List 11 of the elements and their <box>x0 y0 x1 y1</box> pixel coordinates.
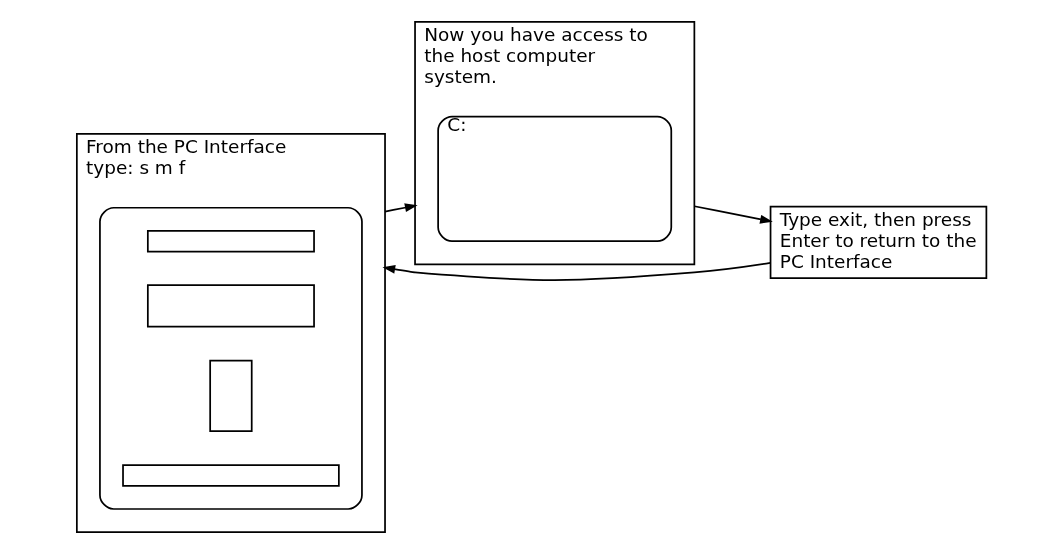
node-box: C: <box>437 115 673 243</box>
arrow <box>693 205 773 224</box>
node-box <box>122 464 340 487</box>
node-box <box>146 229 315 253</box>
node-box <box>209 359 253 432</box>
arrow <box>382 262 772 281</box>
node-box: Type exit, then press Enter to return to the PC Interface <box>769 205 988 279</box>
node-box <box>146 284 315 328</box>
cluster: From the PC Interface type: s m f <box>76 133 386 533</box>
arrow <box>384 203 418 213</box>
cluster <box>99 206 363 510</box>
